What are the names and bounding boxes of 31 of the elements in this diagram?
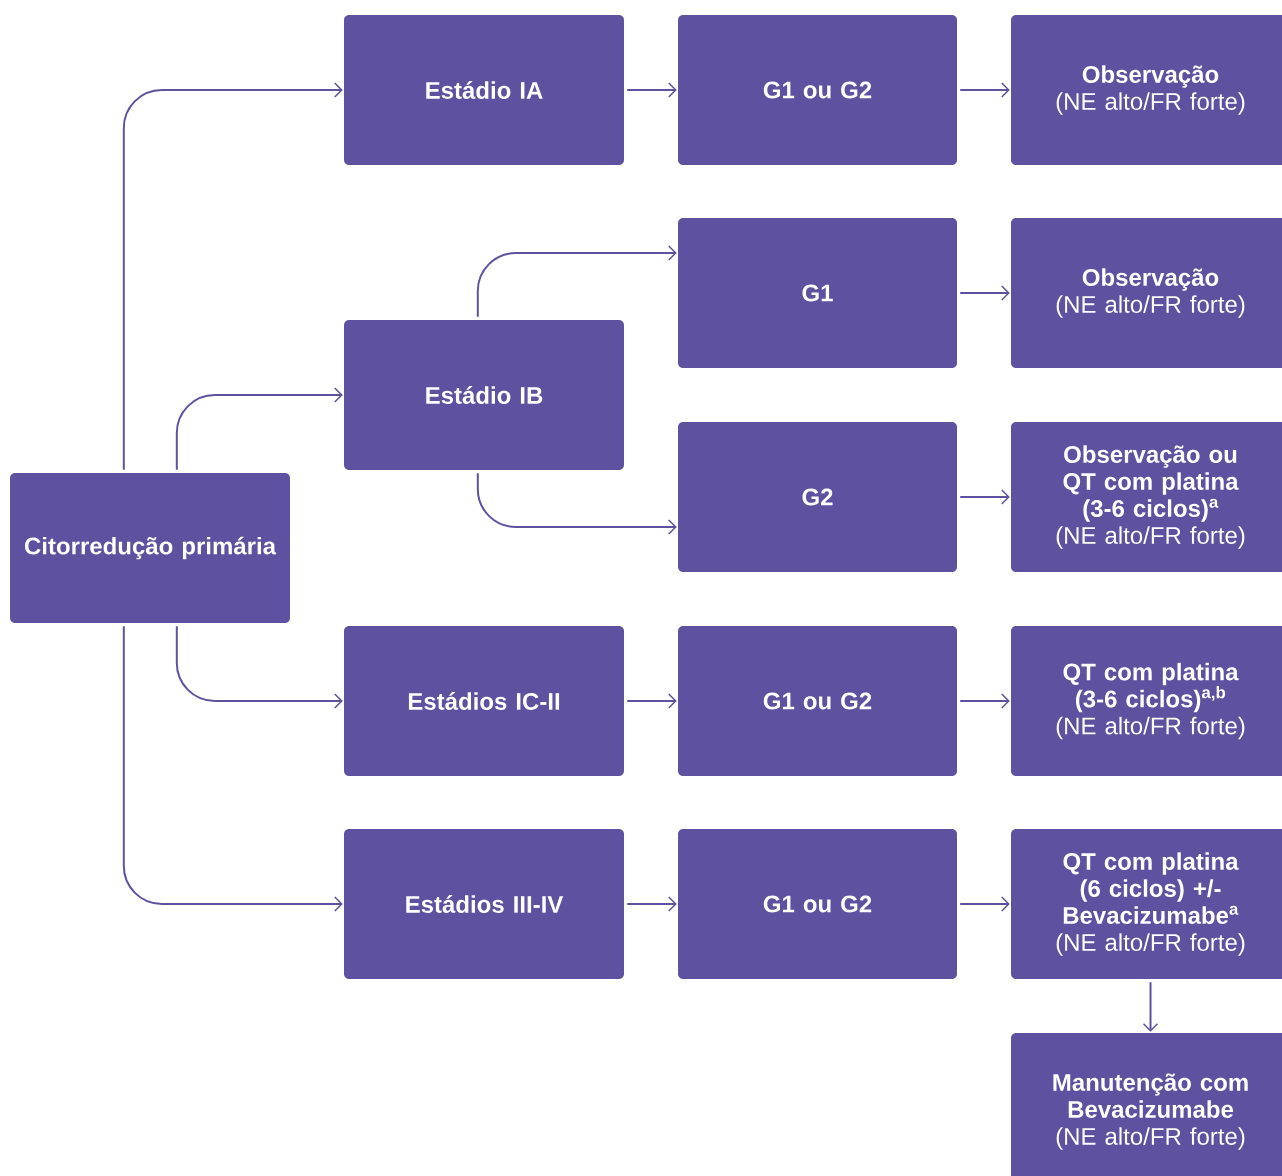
arrow: [175, 625, 343, 709]
process-box: Observação ou QT com platina (3-6 ciclos)$^{a}$ (NE alto/FR forte): [1011, 422, 1282, 572]
process-box: Estádio IA: [344, 15, 624, 165]
arrow: [959, 693, 1010, 709]
arrow: [626, 896, 677, 912]
arrow: [122, 82, 343, 471]
arrow: [122, 625, 343, 912]
process-box: Observação (NE alto/FR forte): [1011, 15, 1282, 165]
process-box: Estádios IC-II: [344, 626, 624, 776]
arrow: [959, 82, 1010, 98]
process-box: Observação (NE alto/FR forte): [1011, 218, 1282, 368]
process-box: G1: [678, 218, 957, 368]
arrow: [959, 489, 1010, 505]
arrow: [175, 387, 343, 471]
arrow: [476, 245, 677, 318]
process-box: G1 ou G2: [678, 829, 957, 979]
process-box: Citorredução primária: [10, 473, 290, 623]
process-box: G2: [678, 422, 957, 572]
process-box: G1 ou G2: [678, 15, 957, 165]
process-box: Estádios III-IV: [344, 829, 624, 979]
arrow: [476, 472, 677, 535]
arrow: [1142, 981, 1159, 1032]
process-box: Manutenção com Bevacizumabe (NE alto/FR forte): [1011, 1033, 1282, 1176]
arrow: [626, 82, 677, 98]
process-box: QT com platina (3-6 ciclos)$^{a,b}$ (NE alto/FR forte): [1011, 626, 1282, 776]
process-box: G1 ou G2: [678, 626, 957, 776]
process-box: QT com platina (6 ciclos) +/- Bevacizumabe$^{a}$ (NE alto/FR forte): [1011, 829, 1282, 979]
arrow: [959, 285, 1010, 301]
process-box: Estádio IB: [344, 320, 624, 470]
arrow: [626, 693, 677, 709]
arrow: [959, 896, 1010, 912]
